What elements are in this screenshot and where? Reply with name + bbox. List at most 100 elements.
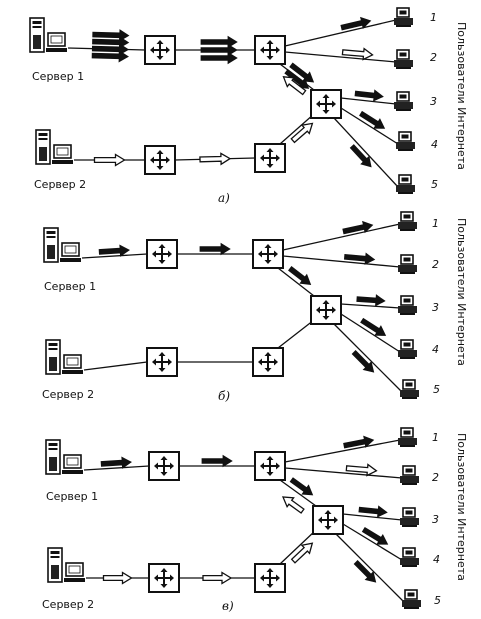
side-label-top: Пользователи Интернета (455, 22, 468, 170)
side-label-middle: Пользователи Интернета (455, 218, 468, 366)
traffic-arrow-filled (342, 220, 374, 235)
user-computer-icon (399, 547, 420, 568)
server-1-icon (45, 439, 84, 475)
router-icon (312, 505, 344, 535)
traffic-arrow-filled (200, 43, 238, 57)
link-router-user (282, 223, 401, 251)
user-number-label: 2 (430, 51, 437, 64)
router-icon (146, 347, 178, 377)
traffic-arrow-hollow (341, 47, 374, 61)
traffic-arrow-filled (100, 456, 132, 469)
user-computer-icon (397, 427, 418, 448)
server-1-label: Сервер 1 (44, 280, 96, 293)
router-icon (254, 563, 286, 593)
traffic-arrow-filled (353, 560, 377, 583)
router-icon (254, 143, 286, 173)
traffic-arrow-hollow (93, 153, 126, 167)
link-router-user (333, 323, 403, 393)
router-icon (144, 145, 176, 175)
link-router-router (279, 113, 315, 145)
traffic-arrow-filled (351, 350, 375, 373)
traffic-arrow-hollow (102, 571, 133, 585)
router-icon (146, 239, 178, 269)
traffic-arrow-hollow (290, 122, 314, 144)
traffic-arrow-filled (354, 89, 384, 102)
panel-caption: а) (218, 191, 230, 205)
traffic-arrow-filled (343, 435, 375, 449)
link-router-user (335, 533, 405, 603)
traffic-arrow-hollow (199, 152, 232, 166)
link-router-user (342, 523, 403, 561)
user-computer-icon (395, 174, 416, 195)
link-router-user (282, 255, 401, 268)
traffic-arrow-filled (289, 477, 314, 496)
traffic-arrow-filled (199, 242, 231, 256)
link-router-user (284, 467, 403, 479)
router-icon (254, 35, 286, 65)
traffic-arrow-filled (200, 51, 238, 65)
user-computer-icon (399, 465, 420, 486)
server-2-label: Сервер 2 (42, 388, 94, 401)
user-number-label: 3 (432, 301, 439, 314)
user-number-label: 2 (432, 471, 439, 484)
server-2-label: Сервер 2 (42, 598, 94, 611)
user-computer-icon (401, 589, 422, 610)
user-computer-icon (397, 339, 418, 360)
server-2-icon (35, 129, 74, 165)
server-2-icon (47, 547, 86, 583)
router-icon (148, 451, 180, 481)
router-icon (148, 563, 180, 593)
user-computer-icon (397, 295, 418, 316)
user-computer-icon (393, 7, 414, 28)
link-router-router (279, 529, 317, 565)
link-router-user (340, 303, 401, 309)
traffic-arrow-filled (361, 526, 389, 545)
panel-caption: в) (222, 599, 234, 613)
user-computer-icon (393, 91, 414, 112)
user-number-label: 4 (433, 553, 440, 566)
server-1-icon (43, 227, 82, 263)
traffic-arrow-filled (358, 505, 388, 518)
link-router-user (340, 107, 399, 145)
traffic-arrow-hollow (281, 496, 305, 514)
traffic-arrow-filled (340, 16, 372, 31)
user-number-label: 5 (434, 594, 441, 607)
user-number-label: 1 (430, 11, 437, 24)
link-server2-router (83, 361, 148, 371)
user-number-label: 3 (430, 95, 437, 108)
traffic-arrow-filled (98, 244, 130, 257)
link-router-user (333, 117, 399, 188)
traffic-arrow-filled (356, 294, 386, 307)
link-router-user (284, 439, 401, 463)
server-1-icon (29, 17, 68, 53)
user-number-label: 1 (432, 217, 439, 230)
router-icon (254, 451, 286, 481)
user-number-label: 5 (433, 383, 440, 396)
link-router-user (284, 51, 397, 63)
traffic-arrow-hollow (202, 571, 233, 585)
server-1-label: Сервер 1 (32, 70, 84, 83)
traffic-arrow-hollow (282, 76, 307, 96)
user-computer-icon (399, 507, 420, 528)
link-router-router (279, 479, 317, 507)
traffic-arrow-filled (359, 110, 386, 129)
traffic-arrow-hollow (290, 542, 314, 564)
server-1-label: Сервер 1 (46, 490, 98, 503)
user-number-label: 4 (432, 343, 439, 356)
router-icon (310, 89, 342, 119)
user-computer-icon (397, 254, 418, 275)
side-label-bottom: Пользователи Интернета (455, 433, 468, 581)
link-router-router (277, 267, 315, 297)
user-number-label: 4 (431, 138, 438, 151)
router-icon (252, 239, 284, 269)
user-number-label: 3 (432, 513, 439, 526)
traffic-arrow-filled (201, 454, 233, 468)
traffic-arrow-hollow (345, 463, 378, 477)
traffic-arrow-filled (343, 252, 376, 265)
user-computer-icon (395, 131, 416, 152)
server-2-label: Сервер 2 (34, 178, 86, 191)
traffic-arrow-filled (360, 317, 387, 336)
